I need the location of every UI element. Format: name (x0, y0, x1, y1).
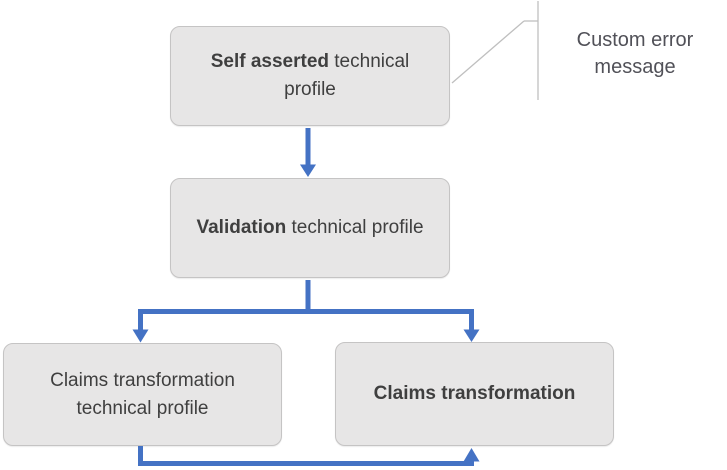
node-label-bold: Validation (196, 217, 287, 238)
node-self-asserted-technical-profile: Self asserted technical profile (170, 26, 450, 126)
node-label-bold: Claims transformation (373, 383, 576, 404)
node-claims-transformation-technical-profile: Claims transformation technical profile (3, 343, 282, 446)
callout-custom-error-message: Custom error message (576, 29, 694, 78)
node-label-rest: Claims transformation technical profile (50, 369, 235, 419)
arrowhead-up-icon (463, 448, 480, 462)
node-validation-technical-profile: Validation technical profile (170, 178, 450, 278)
node-label-bold: Self asserted (210, 51, 329, 72)
node-label-rest: technical profile (286, 217, 424, 238)
arrow-validation-split (132, 280, 480, 343)
arrow-self-asserted-to-validation (300, 128, 316, 177)
arrow-claims-tp-to-claims-transformation (138, 446, 480, 466)
node-claims-transformation: Claims transformation (335, 342, 614, 446)
callout-leader-line (451, 1, 539, 100)
arrowhead-down-icon (463, 329, 480, 342)
node-label: Claims transformation (374, 380, 576, 408)
arrowhead-down-icon (132, 329, 149, 343)
node-label-rest: technical profile (284, 51, 410, 100)
arrowhead-down-icon (300, 164, 316, 177)
node-label: Self asserted technical profile (196, 48, 424, 104)
node-label: Claims transformation technical profile (29, 367, 256, 423)
node-label: Validation technical profile (196, 214, 423, 242)
